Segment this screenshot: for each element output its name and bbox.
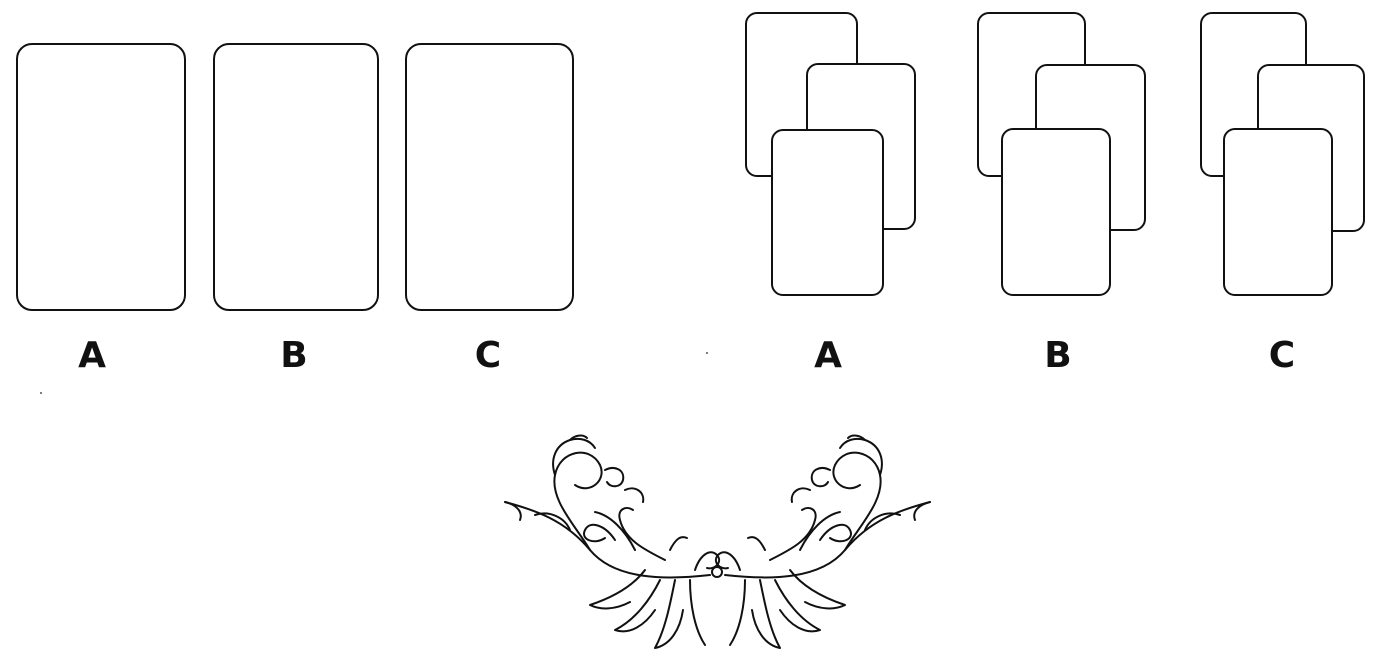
right-label-c: C [1268,335,1296,376]
flourish-center-bead [711,566,723,578]
flourish-ornament-icon [504,434,931,649]
right-label-a: A [814,335,842,376]
left-label-a: A [78,335,106,376]
stack-c-front-card [1223,128,1333,296]
speck-dot [706,352,708,354]
left-label-c: C [474,335,502,376]
stack-b-front-card [1001,128,1111,296]
right-label-b: B [1044,335,1072,376]
flourish-left-half [504,434,721,649]
single-card-a [16,43,186,311]
single-card-b [213,43,379,311]
stack-a-front-card [771,129,884,296]
left-label-b: B [280,335,308,376]
speck-dot [40,392,42,394]
single-card-c [405,43,574,311]
flourish-right-half [714,434,931,649]
